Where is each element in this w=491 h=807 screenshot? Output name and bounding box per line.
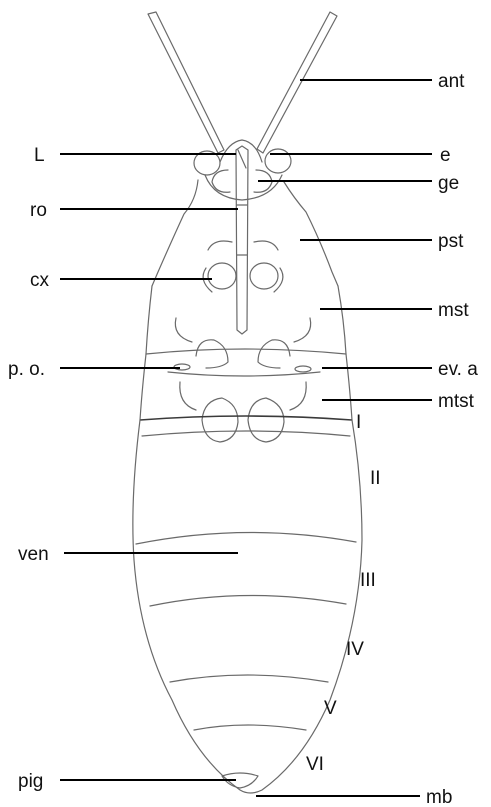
label-eva: ev. a [438,359,478,380]
label-pst: pst [438,231,464,252]
segment-label-III: III [360,570,376,591]
label-mst: mst [438,300,469,321]
right-fore-coxa [250,263,278,289]
label-mb: mb [426,787,452,807]
label-L: L [34,145,45,166]
segment-numerals: I II III IV V VI [306,412,381,775]
label-ro: ro [30,200,47,221]
segment-label-V: V [324,698,337,719]
rostrum [236,146,248,334]
segment-label-II: II [370,468,381,489]
label-mtst: mtst [438,391,475,412]
segment-label-I: I [356,412,361,433]
right-eye [265,149,291,173]
label-ge: ge [438,173,459,194]
label-pig: pig [18,771,43,792]
abdomen [133,416,362,793]
leader-lines [60,80,432,796]
label-cx: cx [30,270,50,291]
label-ven: ven [18,544,49,565]
left-fore-coxa [208,263,236,289]
label-e: e [440,145,451,166]
segment-label-VI: VI [306,754,324,775]
right-odoriferous-opening [295,366,311,372]
head [194,140,291,200]
label-po: p. o. [8,359,45,380]
segment-label-IV: IV [346,639,364,660]
thorax [140,180,352,442]
label-ant: ant [438,71,465,92]
antennae [148,12,337,153]
